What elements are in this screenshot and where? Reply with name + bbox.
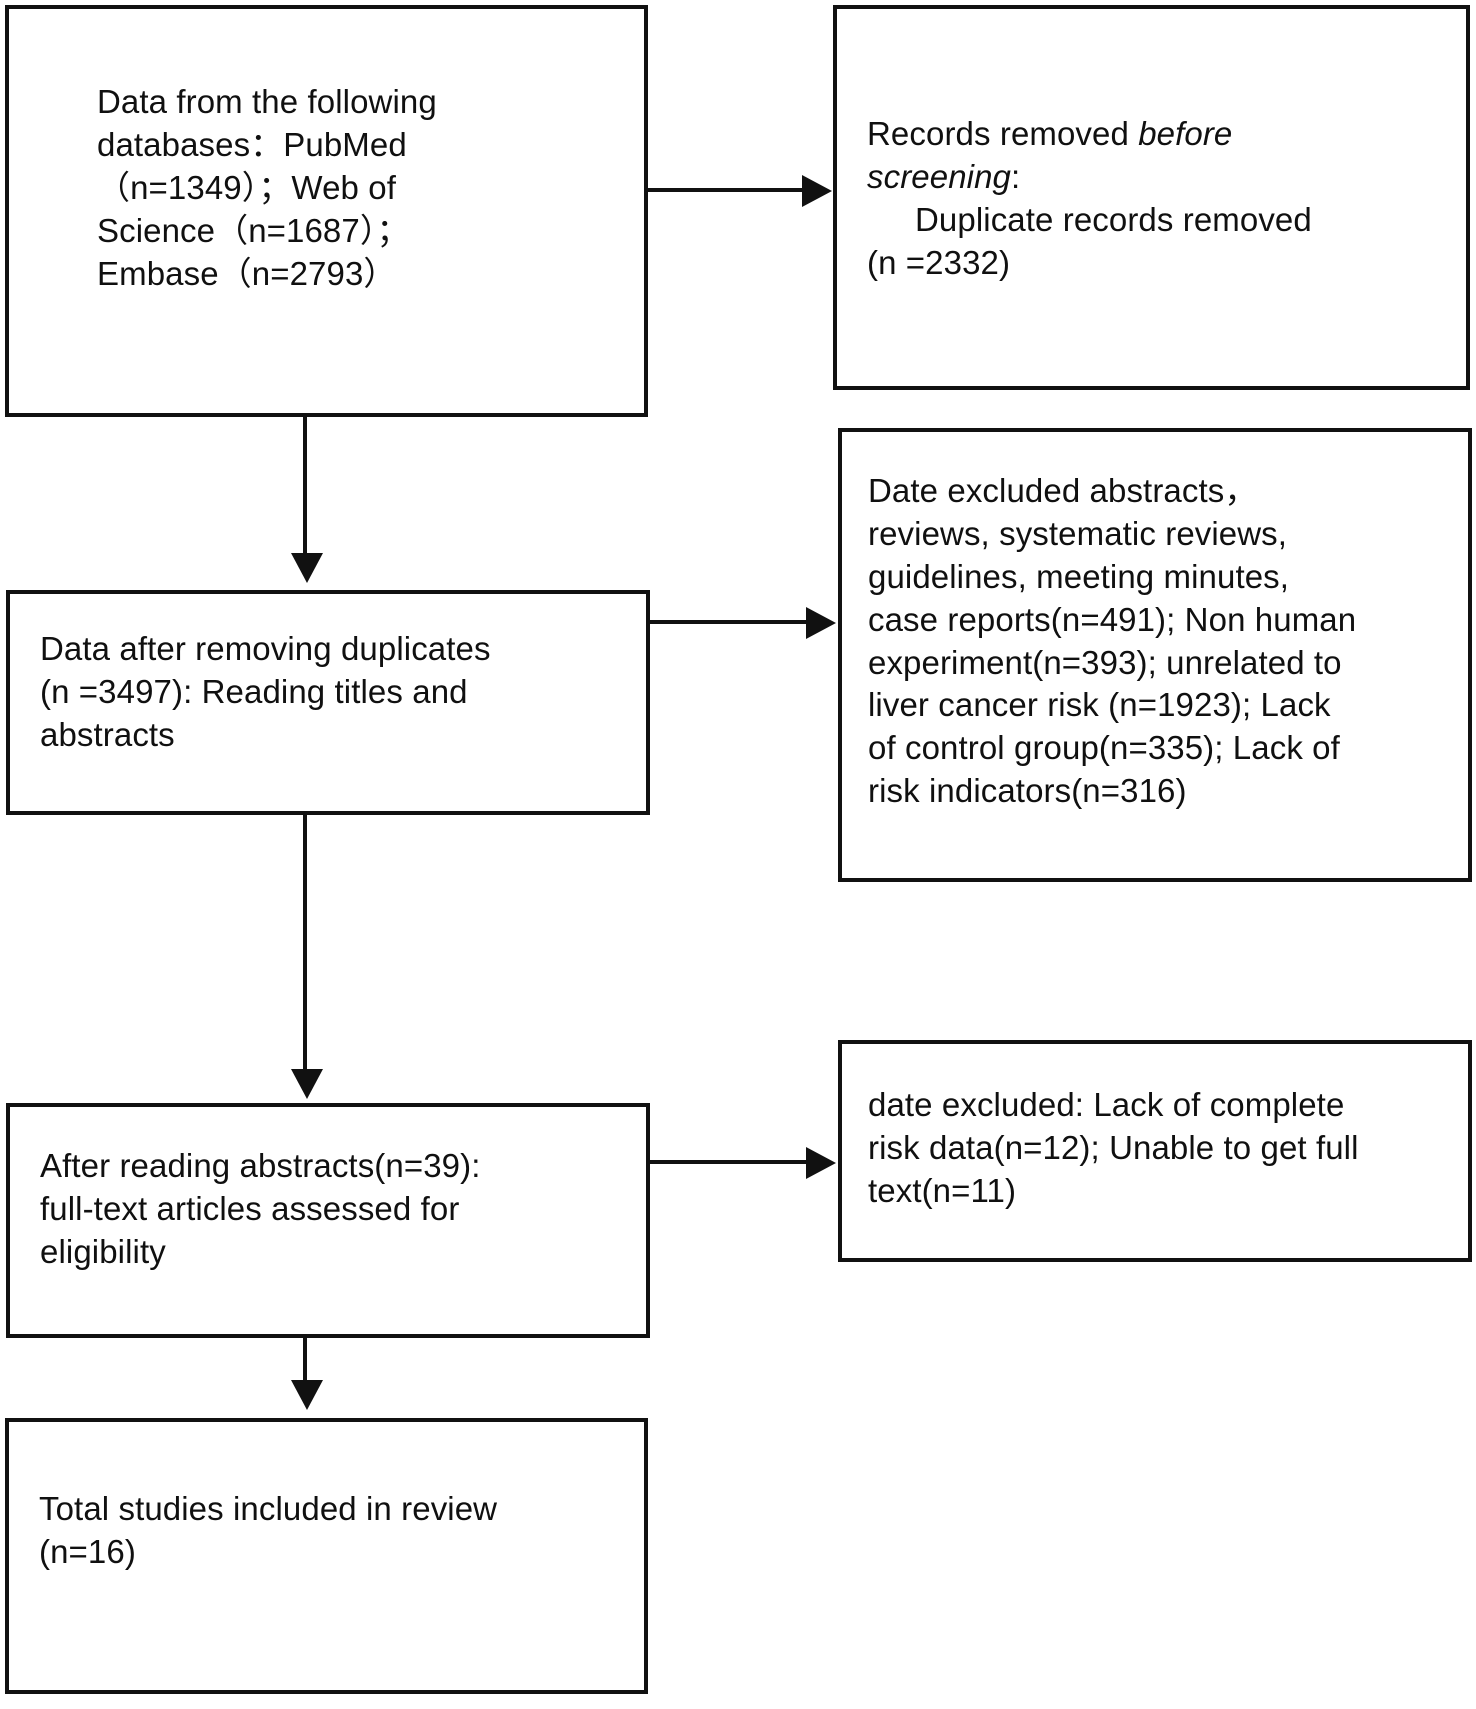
connector-after-duplicates-to-date-excluded xyxy=(650,620,808,624)
records-removed-line3: Duplicate records removed xyxy=(915,200,1312,238)
connector-after-abstracts-to-total-included xyxy=(303,1338,307,1384)
box-date-excluded-abstracts: Date excluded abstracts， reviews, system… xyxy=(838,428,1472,882)
box-date-excluded-abstracts-text: Date excluded abstracts， reviews, system… xyxy=(868,472,1357,810)
arrow-down-icon-after-duplicates-to-after-abstracts xyxy=(291,1069,323,1099)
box-total-studies-included-text: Total studies included in review (n=16) xyxy=(39,1490,498,1570)
box-after-reading-abstracts: After reading abstracts(n=39): full-text… xyxy=(6,1103,650,1338)
records-removed-line2-italic: screening xyxy=(867,157,1011,195)
records-removed-line4: (n =2332) xyxy=(867,243,1011,281)
arrow-down-icon-after-abstracts-to-total-included xyxy=(291,1380,323,1410)
box-after-reading-abstracts-text: After reading abstracts(n=39): full-text… xyxy=(40,1147,481,1270)
arrow-right-icon-after-abstracts-to-fulltext-excluded xyxy=(806,1147,836,1179)
connector-after-duplicates-to-after-abstracts xyxy=(303,815,307,1071)
box-identification-text: Data from the following databases：PubMed… xyxy=(97,83,437,292)
records-removed-line2-normal: : xyxy=(1011,157,1021,195)
box-fulltext-excluded: date excluded: Lack of complete risk dat… xyxy=(838,1040,1472,1262)
records-removed-line1-italic: before xyxy=(1138,115,1233,152)
box-identification: Data from the following databases：PubMed… xyxy=(5,5,648,417)
box-after-removing-duplicates-text: Data after removing duplicates (n =3497)… xyxy=(40,630,491,753)
box-records-removed: Records removed before screening: Duplic… xyxy=(833,5,1470,390)
box-fulltext-excluded-text: date excluded: Lack of complete risk dat… xyxy=(868,1086,1359,1209)
box-records-removed-text: Records removed before screening: Duplic… xyxy=(837,113,1466,285)
records-removed-line1-normal: Records removed xyxy=(867,115,1139,152)
arrow-right-icon-after-duplicates-to-date-excluded xyxy=(806,607,836,639)
arrow-right-icon-identification-to-records-removed xyxy=(802,175,832,207)
connector-after-abstracts-to-fulltext-excluded xyxy=(650,1160,808,1164)
arrow-down-icon-identification-to-after-duplicates xyxy=(291,553,323,583)
connector-identification-to-after-duplicates xyxy=(303,417,307,557)
box-total-studies-included: Total studies included in review (n=16) xyxy=(5,1418,648,1694)
connector-identification-to-records-removed xyxy=(648,188,806,192)
box-after-removing-duplicates: Data after removing duplicates (n =3497)… xyxy=(6,590,650,815)
